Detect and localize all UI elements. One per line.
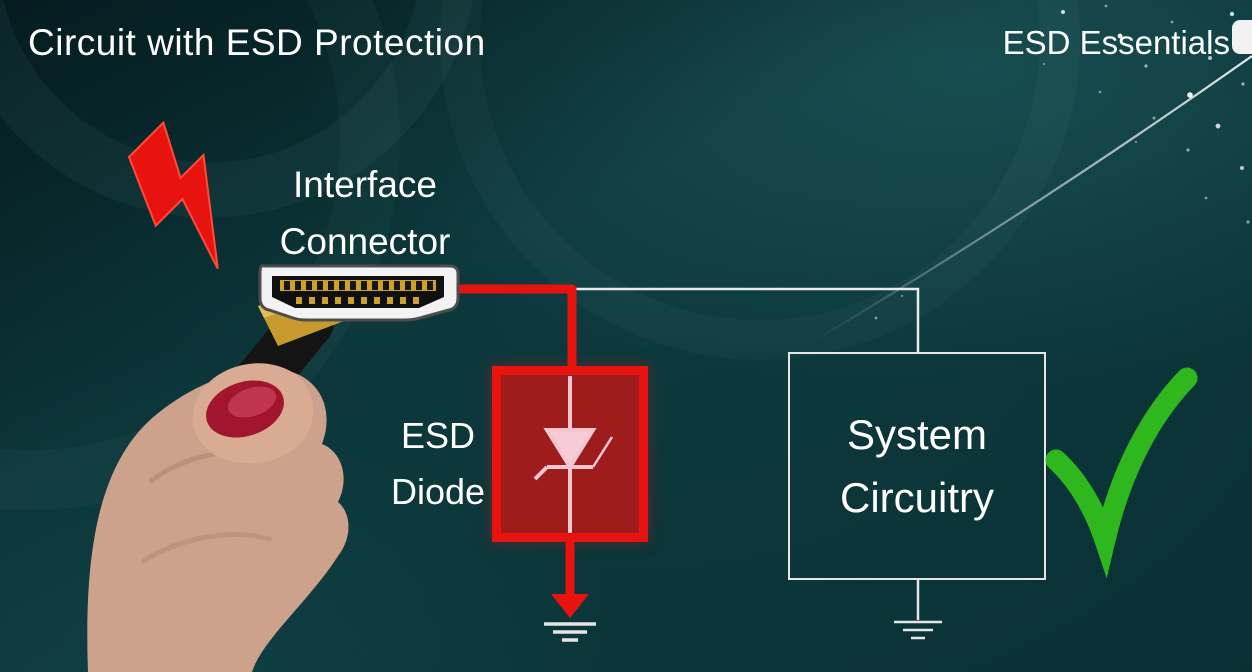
hand <box>87 363 349 672</box>
ground-symbol-system <box>894 580 942 640</box>
particle-dots <box>874 4 1250 320</box>
connector-pins-lower <box>296 297 419 304</box>
esd-strike-lightning-icon <box>127 120 219 270</box>
thumbnail-highlight <box>227 386 277 418</box>
ground-symbol-diode <box>544 622 596 642</box>
signal-wire-white <box>572 287 920 353</box>
decor-curve-line <box>811 55 1252 343</box>
system-circuitry-box: System Circuitry <box>788 352 1046 580</box>
hdmi-interface-connector-icon <box>258 264 460 322</box>
connector-pins <box>284 281 433 290</box>
slide-title: Circuit with ESD Protection <box>28 22 486 63</box>
esd-essentials-logo-icon <box>1232 20 1252 54</box>
esd-path-wire-red <box>452 284 577 372</box>
brand-text: ESD Essentials <box>1002 24 1230 61</box>
interface-connector-label: Interface Connector <box>279 164 451 262</box>
zener-diode-symbol <box>533 376 614 533</box>
red-arrow-to-ground <box>551 540 589 618</box>
green-check-protected-icon <box>1045 367 1198 579</box>
esd-diode-label: ESD Diode <box>390 415 486 512</box>
